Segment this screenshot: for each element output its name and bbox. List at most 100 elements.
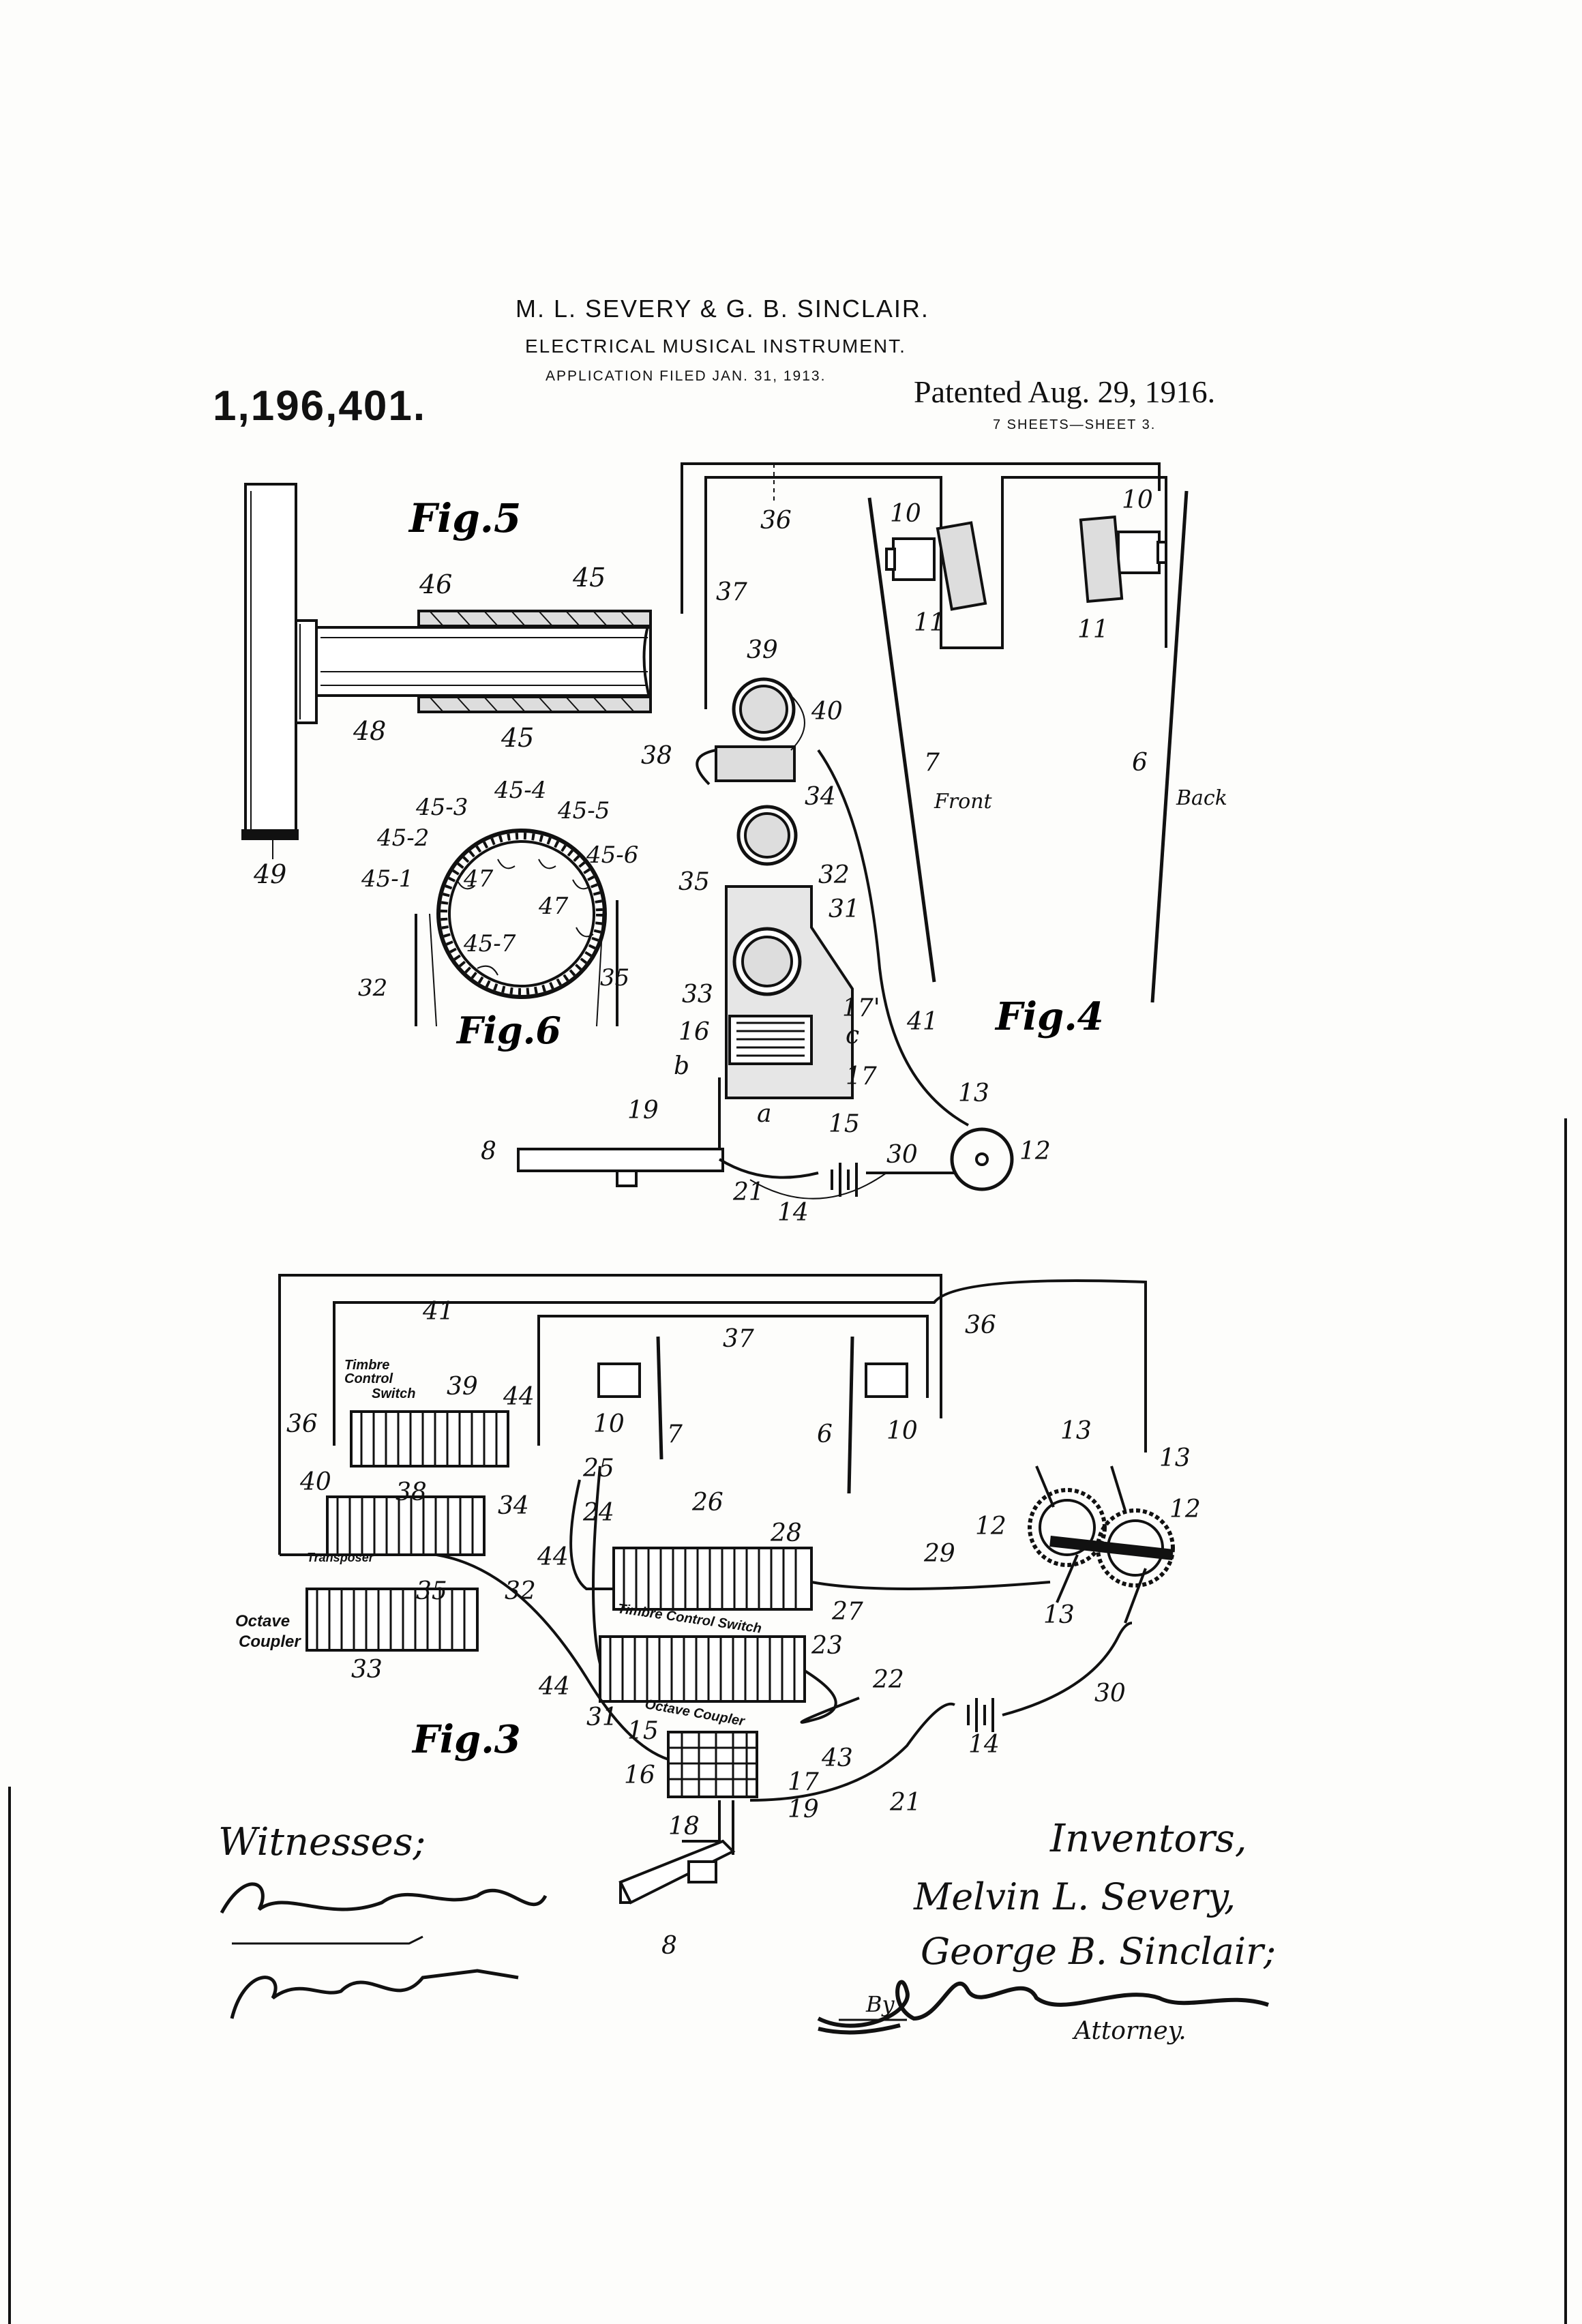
fig3-label: 32: [505, 1577, 536, 1605]
fig4-label: 41: [906, 1008, 938, 1036]
fig4-label: 16: [678, 1018, 710, 1046]
fig4-labels: 36 37 39 40 38 34 35 32 31 33 16 b 19 17…: [481, 486, 1227, 1227]
fig4-label: a: [757, 1100, 771, 1128]
fig4-caption: Fig.4: [994, 994, 1104, 1039]
fig6-label: 45-1: [361, 865, 413, 893]
fig4-label: 17': [842, 994, 880, 1022]
fig3-label: 31: [586, 1703, 618, 1731]
fig4-label: 36: [760, 507, 792, 535]
fig4-label: 38: [641, 742, 672, 770]
fig3-label: 14: [968, 1731, 1000, 1759]
fig6-label: 45-2: [376, 824, 429, 852]
fig3-label: 33: [351, 1656, 383, 1684]
fig6-label: 45-5: [557, 797, 610, 824]
fig3-label: 36: [965, 1311, 996, 1339]
fig3-label: 43: [821, 1744, 853, 1772]
inventor-1-signature: Melvin L. Severy,: [913, 1875, 1236, 1918]
octave-coupler-left-line: Coupler: [239, 1633, 301, 1651]
signatures-block: Witnesses; Inventors, Melvin L. Severy, …: [218, 1817, 1276, 2045]
timbre-switch-label-line: Control: [344, 1371, 393, 1386]
front-label: Front: [934, 790, 993, 814]
fig3-label: 36: [286, 1410, 318, 1438]
fig3-label: 17: [788, 1768, 819, 1796]
witness-signature-2: [230, 1969, 519, 2019]
inventors-heading: Inventors,: [1049, 1817, 1247, 1861]
fig3-label: 12: [975, 1513, 1006, 1540]
timbre-switch-label-line: Switch: [372, 1386, 415, 1401]
fig6-label: 45-3: [415, 794, 468, 821]
fig3-label: 38: [395, 1478, 427, 1506]
fig4-label: 31: [829, 895, 860, 923]
fig6-label: 45-7: [463, 930, 516, 957]
octave-coupler-left-line: Octave: [235, 1612, 290, 1630]
fig4-label: 37: [716, 578, 747, 606]
fig4-label: 15: [829, 1110, 860, 1138]
fig3-label: 28: [770, 1519, 802, 1547]
fig6-labels: 45-3 45-4 45-2 45-5 45-1 45-6 47 47 45-7…: [358, 777, 638, 1002]
fig3-label: 44: [503, 1383, 535, 1411]
fig3-label: 18: [668, 1813, 700, 1841]
fig3-label: 23: [811, 1632, 843, 1660]
fig3-label: 13: [1043, 1601, 1075, 1629]
fig4-label: 11: [914, 609, 945, 637]
fig5-label: 45: [572, 563, 606, 593]
fig4-label: 33: [682, 981, 713, 1009]
attorney-label: Attorney.: [1072, 2017, 1186, 2045]
fig5-drawing: [241, 483, 652, 859]
fig3-label: 44: [537, 1543, 569, 1571]
fig3-label: 27: [831, 1598, 863, 1626]
transposer-label: Transposer: [307, 1551, 374, 1564]
fig4-label: 12: [1019, 1137, 1051, 1165]
fig3-caption: Fig.3: [411, 1717, 521, 1762]
fig3-label: 30: [1094, 1680, 1126, 1708]
fig6-label: 45-6: [586, 841, 638, 869]
back-label: Back: [1176, 786, 1227, 810]
fig4-label: 14: [777, 1199, 809, 1227]
fig3-label: 13: [1159, 1444, 1191, 1472]
fig3-label: 39: [447, 1373, 478, 1401]
attorney-signature: [817, 1980, 1269, 2028]
fig6-label: 32: [358, 974, 387, 1002]
header-application: APPLICATION FILED JAN. 31, 1913.: [546, 368, 826, 384]
fig3-label: 24: [582, 1499, 614, 1527]
fig6-caption: Fig.6: [456, 1009, 561, 1052]
fig3-label: 10: [886, 1417, 918, 1445]
fig3-label: 29: [923, 1540, 955, 1568]
patent-number: 1,196,401.: [213, 383, 427, 430]
fig5-labels: 46 45 48 45 49: [253, 563, 606, 889]
by-label: By: [865, 1991, 895, 2017]
fig4-label: 39: [747, 636, 778, 664]
fig3-label: 40: [299, 1468, 331, 1496]
fig5-label: 45: [501, 723, 534, 753]
fig3-label: 13: [1060, 1417, 1092, 1445]
fig3-label: 37: [723, 1325, 754, 1353]
fig3-label: 26: [691, 1489, 723, 1517]
fig3-label: 15: [627, 1717, 659, 1745]
header-title: ELECTRICAL MUSICAL INSTRUMENT.: [525, 336, 906, 357]
fig3-label: 12: [1169, 1495, 1201, 1523]
fig5-caption: Fig.5: [408, 495, 521, 541]
timbre-switch-label-line: Timbre: [344, 1358, 389, 1373]
fig6-drawing: [415, 829, 618, 1027]
fig4-label: 6: [1132, 749, 1148, 777]
fig4-label: 13: [958, 1079, 989, 1107]
fig4-label: 19: [627, 1097, 659, 1124]
fig4-label: 8: [481, 1137, 496, 1165]
fig3-drawing: [278, 1274, 1175, 1905]
fig4-label: 10: [890, 500, 921, 528]
fig3-label: 19: [788, 1796, 819, 1823]
fig3-label: 16: [624, 1761, 655, 1789]
witness-signature-1: [220, 1882, 548, 1914]
inventor-2-signature: George B. Sinclair;: [921, 1930, 1276, 1973]
fig3-label: 10: [593, 1410, 625, 1438]
fig4-label: 10: [1122, 486, 1153, 514]
fig4-label: 40: [811, 698, 843, 726]
fig6-label: 45-4: [494, 777, 546, 804]
fig4-label: 11: [1077, 616, 1109, 644]
fig6-label: 47: [463, 865, 494, 893]
fig3-labels: 41 37 36 39 44 40 38 34 44 32 35 33 10 1…: [235, 1298, 1201, 1960]
fig6-label: 47: [538, 893, 569, 920]
fig5-label: 49: [253, 859, 286, 889]
